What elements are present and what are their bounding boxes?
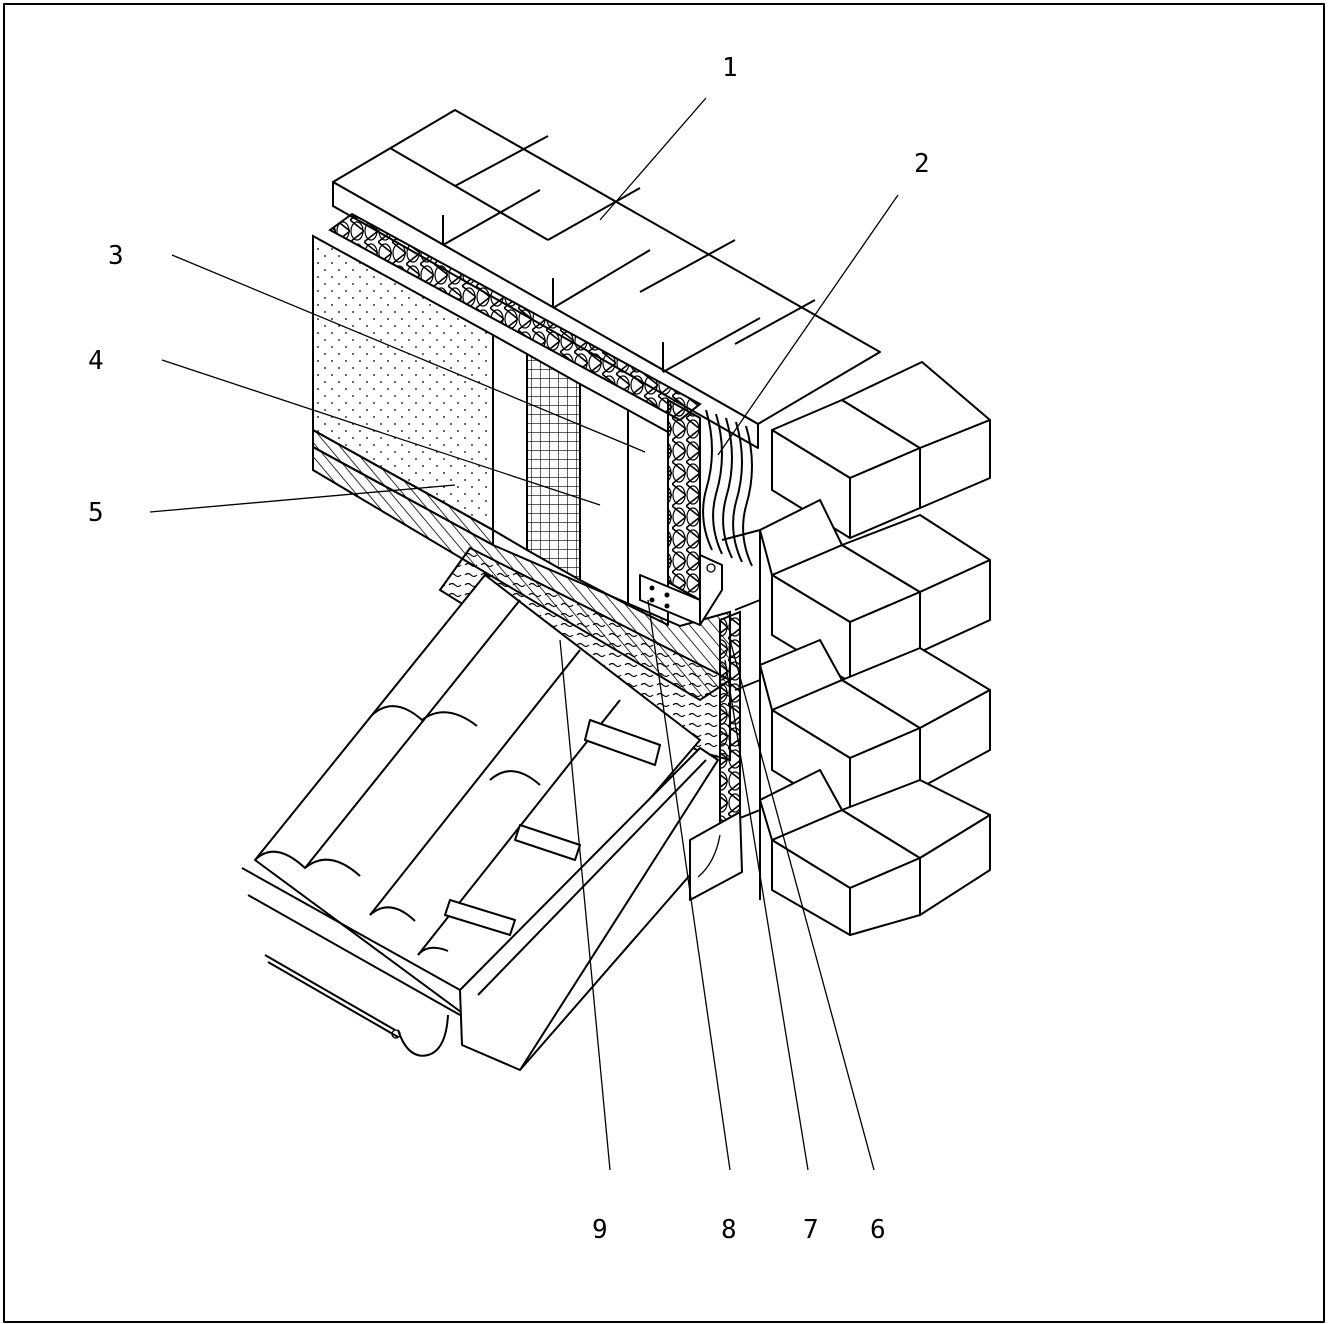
leader-line-9 (559, 639, 611, 1171)
bracket-block (639, 554, 723, 626)
roof-tiles (254, 574, 719, 1071)
callout-2: 2 (914, 149, 930, 179)
leader-line-1 (599, 97, 707, 221)
callout-5: 5 (88, 498, 104, 528)
callout-4: 4 (88, 346, 104, 376)
leader-line-7 (724, 659, 809, 1171)
leader-lines (149, 97, 899, 1171)
callout-1: 1 (722, 53, 738, 83)
leader-line-2 (717, 194, 899, 456)
callout-numbers: 1 2 3 4 5 6 7 8 9 (88, 53, 930, 1245)
callout-7: 7 (803, 1215, 819, 1245)
leader-line-4 (161, 359, 601, 506)
callout-9: 9 (592, 1215, 608, 1245)
gutter (241, 867, 461, 1057)
callout-8: 8 (721, 1215, 737, 1245)
flexible-strips (702, 409, 753, 567)
leader-line-5 (149, 484, 456, 513)
callout-6: 6 (870, 1215, 886, 1245)
drawing-border (3, 3, 1325, 1323)
leader-line-8 (647, 599, 731, 1171)
brick-wall (721, 361, 991, 936)
leader-line-3 (171, 254, 646, 453)
callout-3: 3 (108, 241, 124, 271)
leader-line-6 (729, 639, 875, 1171)
vertical-flashing (689, 610, 743, 901)
insulation-coil-strip (328, 212, 702, 422)
